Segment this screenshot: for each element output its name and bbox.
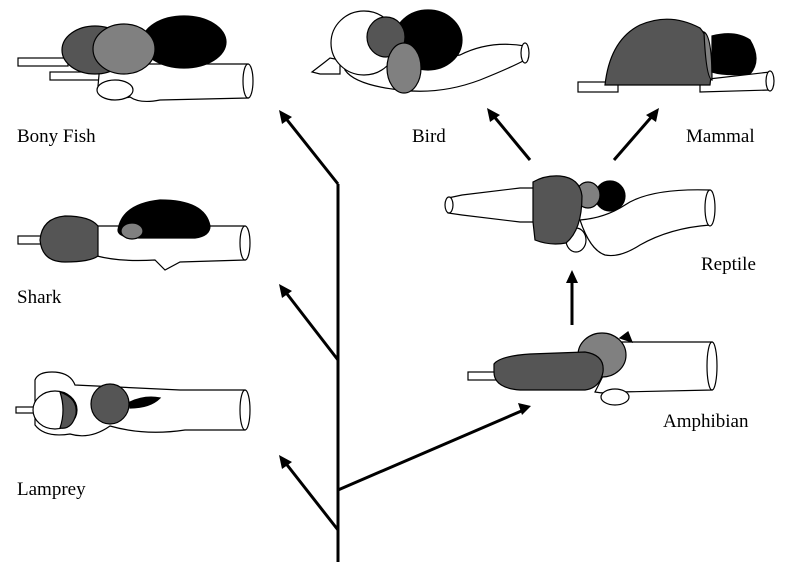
label-shark: Shark: [17, 288, 61, 307]
reptile-brain: [445, 176, 715, 256]
lamprey-brain: [16, 372, 250, 436]
branch-shark: [284, 290, 338, 360]
shark-brain: [18, 200, 250, 270]
label-bird: Bird: [412, 127, 446, 146]
bony-fish-brain: [18, 16, 253, 101]
label-reptile: Reptile: [701, 255, 756, 274]
arrowhead-reptile: [566, 270, 578, 283]
branch-mammal: [614, 114, 654, 160]
branch-bird: [492, 114, 530, 160]
arrowheads: [279, 108, 659, 469]
mammal-brain: [578, 19, 774, 92]
branch-lamprey: [284, 461, 338, 530]
label-mammal: Mammal: [686, 127, 755, 146]
label-amphibian: Amphibian: [663, 412, 749, 431]
label-bony-fish: Bony Fish: [17, 127, 96, 146]
branch-bony-fish: [284, 116, 338, 184]
bird-brain: [312, 10, 529, 93]
label-lamprey: Lamprey: [17, 480, 86, 499]
amphibian-brain: [468, 332, 717, 405]
branch-amphibian: [338, 409, 526, 490]
